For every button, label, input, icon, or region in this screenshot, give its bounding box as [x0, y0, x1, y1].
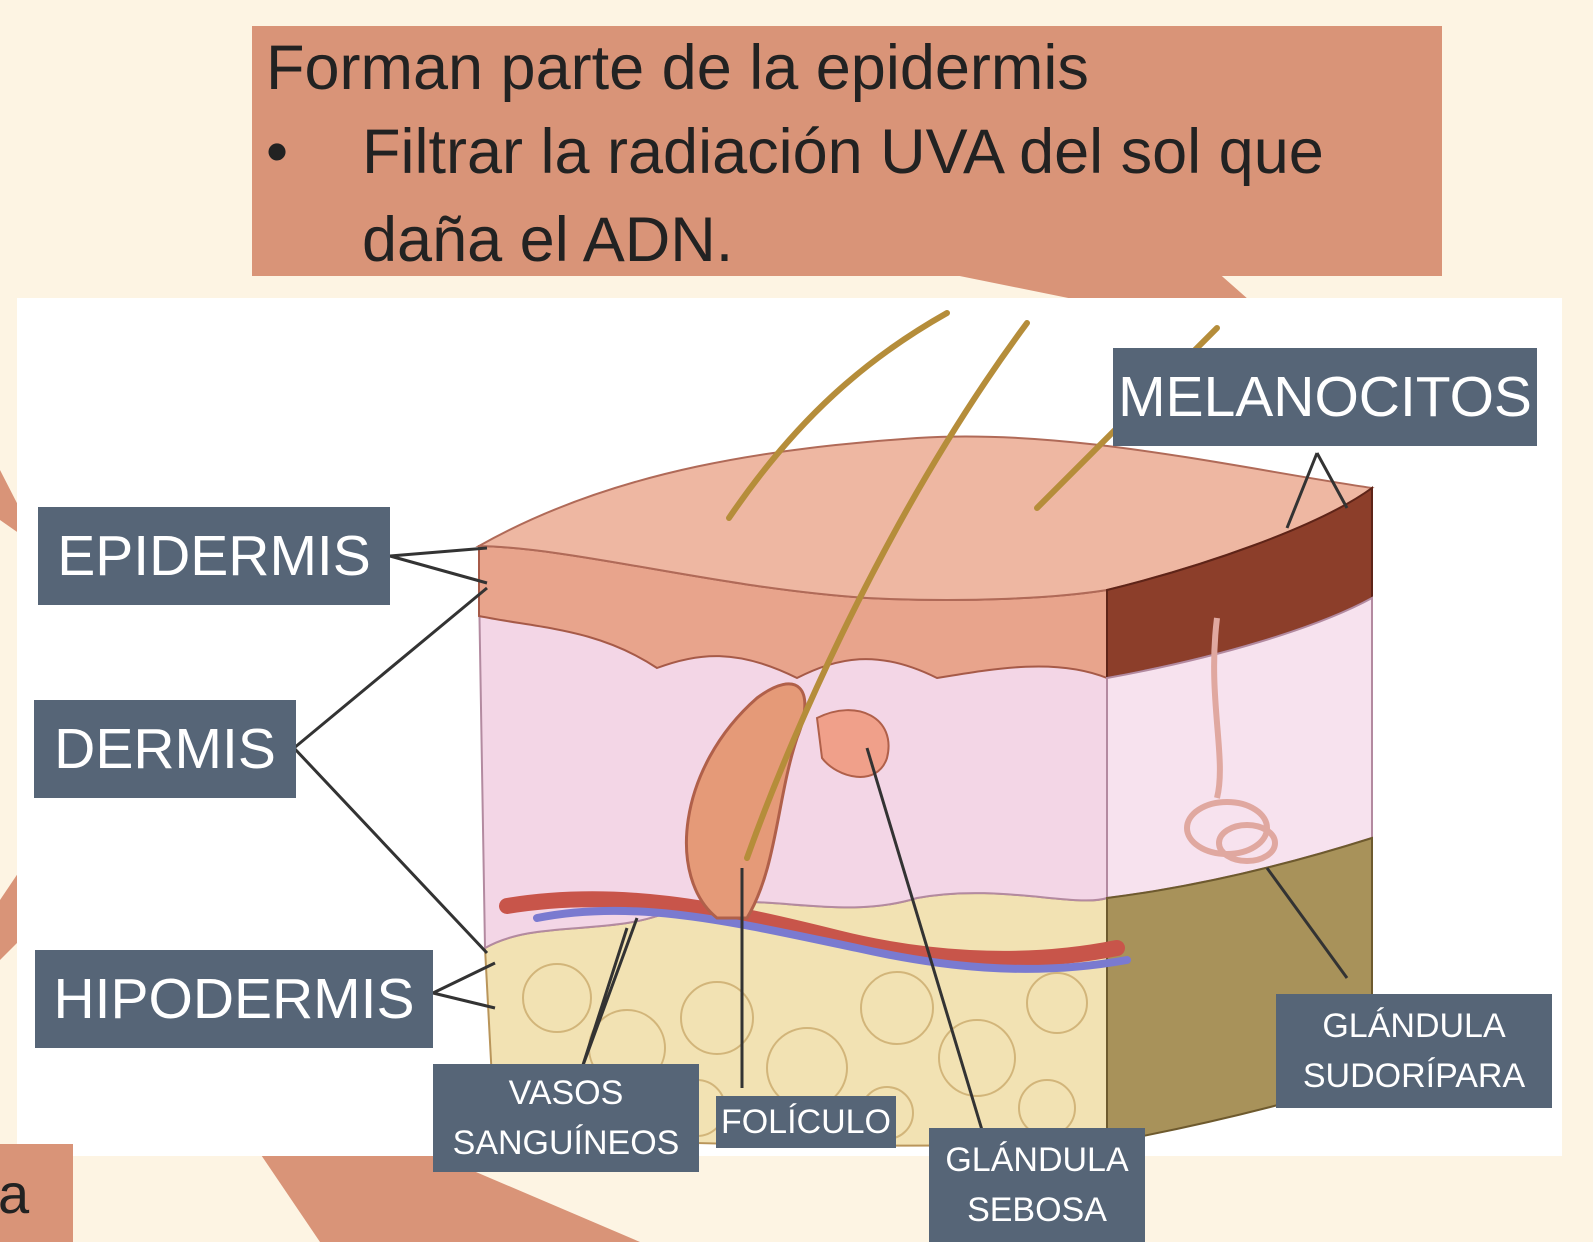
label-epidermis: EPIDERMIS — [38, 507, 390, 605]
label-vasos-sanguineos: VASOS SANGUÍNEOS — [433, 1064, 699, 1172]
label-sebosa-line2: SEBOSA — [967, 1185, 1107, 1235]
label-vasos-line2: SANGUÍNEOS — [453, 1118, 680, 1168]
callout-bullet-item: • Filtrar la radiación UVA del sol que d… — [266, 108, 1442, 284]
label-vasos-line1: VASOS — [509, 1068, 624, 1118]
label-melanocitos: MELANOCITOS — [1113, 348, 1537, 446]
label-sudoripara-line2: SUDORÍPARA — [1303, 1051, 1525, 1101]
bullet-marker: • — [266, 108, 362, 284]
label-sebosa-line1: GLÁNDULA — [945, 1135, 1128, 1185]
label-dermis: DERMIS — [34, 700, 296, 798]
partial-callout-text: a — [0, 1164, 29, 1224]
label-glandula-sudoripara: GLÁNDULA SUDORÍPARA — [1276, 994, 1552, 1108]
callout-bullet-text: Filtrar la radiación UVA del sol que dañ… — [362, 108, 1422, 284]
label-foliculo: FOLÍCULO — [716, 1096, 896, 1148]
label-glandula-sebosa: GLÁNDULA SEBOSA — [929, 1128, 1145, 1242]
label-hipodermis: HIPODERMIS — [35, 950, 433, 1048]
callout-heading: Forman parte de la epidermis — [266, 28, 1442, 108]
label-sudoripara-line1: GLÁNDULA — [1322, 1001, 1505, 1051]
partial-callout: a — [0, 1144, 73, 1242]
melanocitos-callout: Forman parte de la epidermis • Filtrar l… — [252, 26, 1442, 276]
